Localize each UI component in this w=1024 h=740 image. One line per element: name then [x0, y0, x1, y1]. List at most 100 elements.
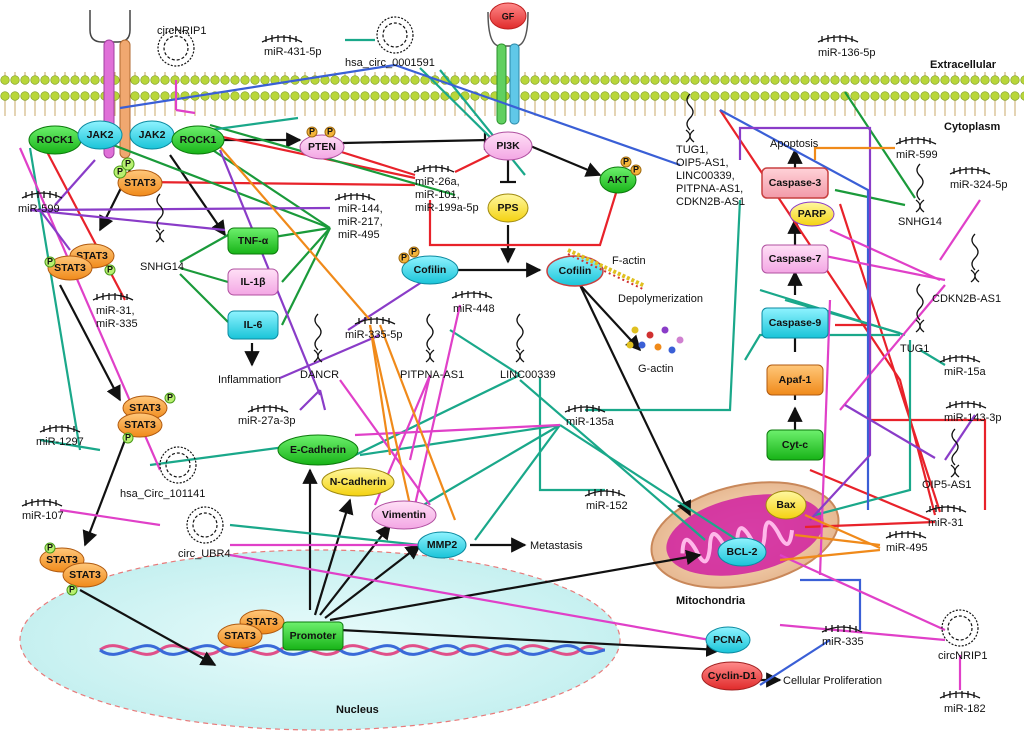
- phospho-p: P: [411, 246, 417, 256]
- phospho-p: P: [47, 256, 53, 266]
- caspase-3: Caspase-3: [769, 177, 822, 189]
- gf-label: GF: [502, 11, 515, 21]
- cdkn2b-as1-label: CDKN2B-AS1: [932, 293, 1001, 305]
- phospho-p: P: [47, 542, 53, 552]
- cyclin-d1: Cyclin-D1: [708, 670, 757, 682]
- mir-495-label: miR-495: [886, 542, 928, 554]
- gf-receptor: GF: [487, 2, 529, 125]
- pcna: PCNA: [713, 634, 743, 646]
- edges: [18, 38, 987, 690]
- mir144-line-2: miR-217,: [338, 216, 383, 228]
- mir-335-5p-label: miR-335-5p: [345, 329, 402, 341]
- apoptosis-label: Apoptosis: [770, 138, 819, 150]
- mir-15a-label: miR-15a: [944, 366, 986, 378]
- mir31-335-line-2: miR-335: [96, 318, 138, 330]
- tug1-group-line-5: CDKN2B-AS1: [676, 196, 745, 208]
- cytoplasm-label: Cytoplasm: [944, 121, 1000, 133]
- g-actin-dots: [626, 326, 684, 354]
- mir-431-5p-label: miR-431-5p: [264, 46, 321, 58]
- phospho-p: P: [69, 584, 75, 594]
- circnrip1-top-label: circNRIP1: [157, 25, 207, 37]
- il-1b: IL-1β: [240, 276, 266, 288]
- akt: AKT: [607, 174, 629, 186]
- snhg14-left-label: SNHG14: [140, 261, 184, 273]
- phospho-p: P: [309, 126, 315, 136]
- phospho-p: P: [633, 164, 639, 174]
- bax: Bax: [776, 499, 795, 511]
- pi3k: PI3K: [496, 140, 520, 152]
- jak2-left: JAK2: [87, 129, 114, 141]
- mir26a-line-2: miR-101,: [415, 189, 460, 201]
- stat3-c2: STAT3: [124, 419, 156, 431]
- mir26a-line-1: miR-26a,: [415, 176, 460, 188]
- rock1-right: ROCK1: [180, 134, 217, 146]
- circrna-glyphs: [157, 16, 979, 647]
- caspase-7: Caspase-7: [769, 253, 822, 265]
- mir-599-left-label: miR-599: [18, 203, 60, 215]
- cyt-c: Cyt-c: [782, 439, 808, 451]
- bcl-2: BCL-2: [727, 546, 758, 558]
- caspase-9: Caspase-9: [769, 317, 822, 329]
- phospho-p: P: [107, 264, 113, 274]
- tnf-alpha: TNF-α: [238, 235, 269, 247]
- mir-135a-label: miR-135a: [566, 416, 615, 428]
- dancr-label: DANCR: [300, 369, 339, 381]
- circnrip1-bottom-label: circNRIP1: [938, 650, 988, 662]
- mir-143-3p-label: miR-143-3p: [944, 412, 1001, 424]
- phospho-p: P: [117, 166, 123, 176]
- mitochondrion: [650, 481, 840, 589]
- linc00339-label: LINC00339: [500, 369, 556, 381]
- pten: PTEN: [308, 141, 336, 153]
- proliferation-label: Cellular Proliferation: [783, 675, 882, 687]
- mir-136-5p-label: miR-136-5p: [818, 47, 875, 59]
- snhg14-right-label: SNHG14: [898, 216, 942, 228]
- phospho-p: P: [167, 392, 173, 402]
- g-actin-label: G-actin: [638, 363, 673, 375]
- tug1-group-line-2: OIP5-AS1,: [676, 157, 729, 169]
- mir-27a-3p-label: miR-27a-3p: [238, 415, 295, 427]
- mir-31-label: miR-31: [928, 517, 963, 529]
- mir-1297-label: miR-1297: [36, 436, 84, 448]
- f-actin-filament: [567, 248, 646, 291]
- stat3-e1: STAT3: [246, 616, 278, 628]
- depolymerization-label: Depolymerization: [618, 293, 703, 305]
- stat3-d2: STAT3: [69, 569, 101, 581]
- oip5-as1-label: OIP5-AS1: [922, 479, 972, 491]
- stat3-d1: STAT3: [46, 554, 78, 566]
- phospho-p: P: [327, 126, 333, 136]
- cofilin-1: Cofilin: [414, 264, 447, 276]
- cofilin-2: Cofilin: [559, 265, 592, 277]
- phospho-p: P: [125, 432, 131, 442]
- extracellular-label: Extracellular: [930, 59, 997, 71]
- phospho-p: P: [125, 158, 131, 168]
- inflammation-label: Inflammation: [218, 374, 281, 386]
- mir-182-label: miR-182: [944, 703, 986, 715]
- mir-152-label: miR-152: [586, 500, 628, 512]
- n-cadherin: N-Cadherin: [330, 476, 387, 488]
- il-6: IL-6: [244, 319, 263, 331]
- nucleus-label: Nucleus: [336, 704, 379, 716]
- rna-glyphs: [21, 35, 991, 699]
- f-actin-label: F-actin: [612, 255, 646, 267]
- vimentin: Vimentin: [382, 509, 426, 521]
- mitochondria-label: Mitochondria: [676, 595, 746, 607]
- phospho-p: P: [623, 156, 629, 166]
- mir26a-line-3: miR-199a-5p: [415, 202, 479, 214]
- promoter: Promoter: [290, 630, 337, 642]
- apaf-1: Apaf-1: [779, 374, 812, 386]
- hsa-circ-101141-label: hsa_Circ_101141: [120, 488, 205, 500]
- tug1-group-line-1: TUG1,: [676, 144, 708, 156]
- e-cadherin: E-Cadherin: [290, 444, 346, 456]
- pps: PPS: [497, 202, 518, 214]
- mir144-line-1: miR-144,: [338, 203, 383, 215]
- mir31-335-line-1: miR-31,: [96, 305, 135, 317]
- mir-107-label: miR-107: [22, 510, 64, 522]
- mir-324-5p-label: miR-324-5p: [950, 179, 1007, 191]
- lncrna-glyphs: [155, 93, 980, 478]
- mir-448-label: miR-448: [453, 303, 495, 315]
- stat3-e2: STAT3: [224, 630, 256, 642]
- mir-599-right-label: miR-599: [896, 149, 938, 161]
- jak2-right: JAK2: [139, 129, 166, 141]
